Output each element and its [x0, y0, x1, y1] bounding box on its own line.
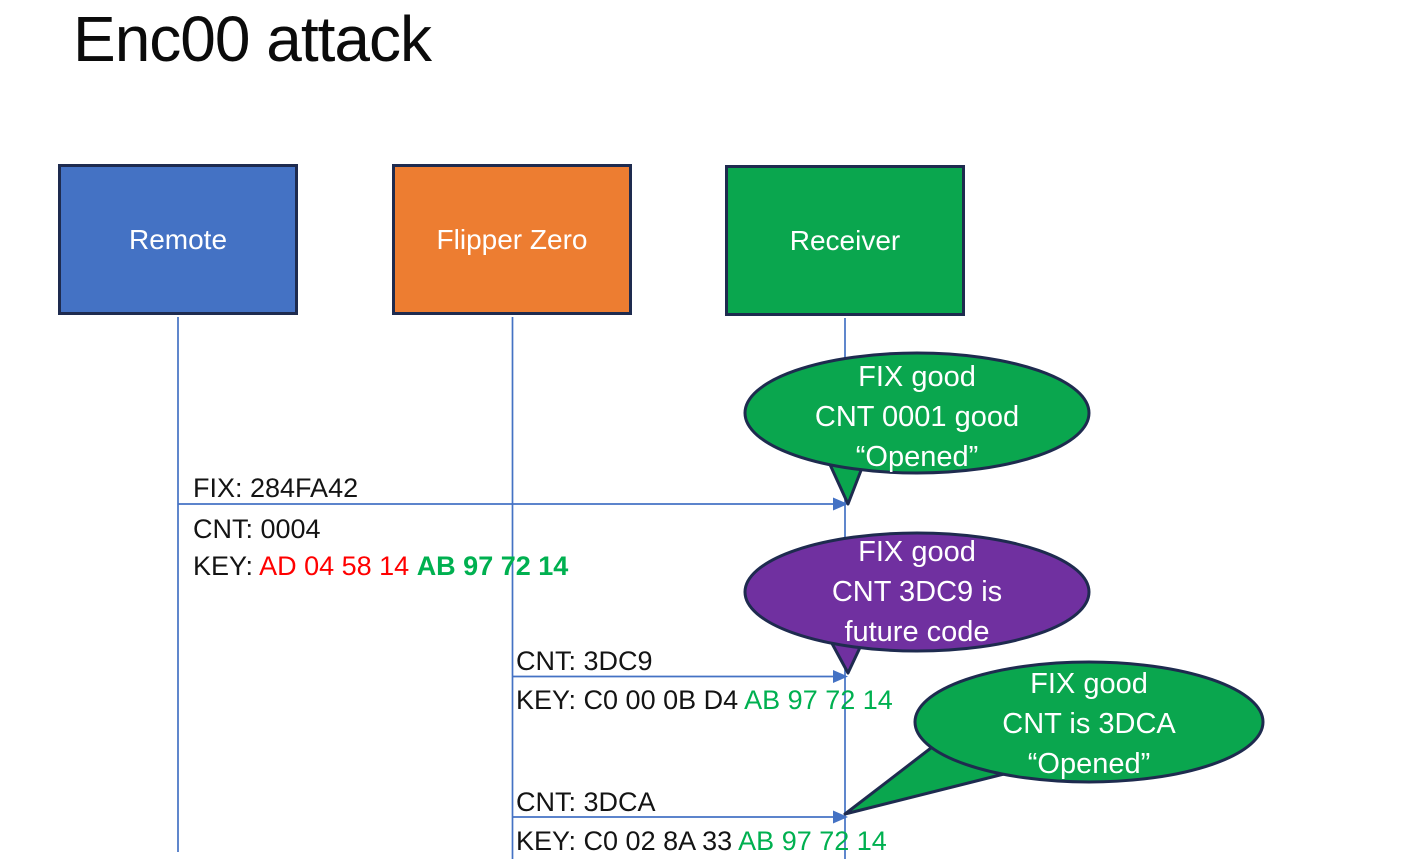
callout-opened-1-text: FIX good CNT 0001 good “Opened” [745, 357, 1089, 477]
key-changing-part: AD 04 58 14 [259, 551, 417, 581]
callout-line: CNT is 3DCA [1002, 708, 1176, 740]
key-fixed-part: AB 97 72 14 [738, 826, 887, 856]
callout-opened-2-text: FIX good CNT is 3DCA “Opened” [915, 664, 1263, 784]
callout-line: FIX good [858, 536, 976, 568]
callout-line: “Opened” [855, 441, 979, 473]
message-2-key-label: KEY: C0 00 0B D4 AB 97 72 14 [516, 682, 893, 719]
callout-future-code-shape [743, 531, 1091, 675]
callout-opened-2-shape [843, 660, 1265, 816]
callout-line: FIX good [858, 361, 976, 393]
actor-label: Remote [128, 223, 228, 255]
key-fixed-part: AB 97 72 14 [744, 685, 893, 715]
actor-label: Receiver [789, 224, 901, 256]
callout-line: CNT 3DC9 is [831, 576, 1003, 608]
callout-line: future code [844, 616, 990, 648]
actor-remote-box: Remote [58, 164, 298, 315]
arrowhead-icon [833, 497, 848, 511]
callout-future-code-text: FIX good CNT 3DC9 is future code [745, 532, 1089, 652]
callout-opened-1-shape [743, 351, 1091, 506]
message-2-cnt-label: CNT: 3DC9 [516, 646, 653, 676]
slide-title: Enc00 attack [73, 3, 432, 75]
actor-label: Flipper Zero [436, 223, 588, 255]
callout-line: “Opened” [1027, 748, 1151, 780]
key-prefix: KEY: C0 00 0B D4 [516, 685, 745, 715]
key-fixed-part: AB 97 72 14 [416, 551, 569, 581]
message-3-cnt-label: CNT: 3DCA [516, 787, 656, 817]
message-3-key-label: KEY: C0 02 8A 33 AB 97 72 14 [516, 823, 887, 859]
callout-line: CNT 0001 good [814, 401, 1020, 433]
actor-receiver-box: Receiver [725, 165, 965, 316]
key-prefix: KEY: [193, 551, 260, 581]
callout-line: FIX good [1030, 668, 1148, 700]
message-1-cnt-label: CNT: 0004 [193, 514, 321, 544]
message-1-key-label: KEY: AD 04 58 14 AB 97 72 14 [193, 548, 568, 585]
message-1-body: CNT: 0004 KEY: AD 04 58 14 AB 97 72 14 [193, 511, 568, 585]
message-1-fix-label: FIX: 284FA42 [193, 473, 359, 503]
arrowhead-icon [833, 810, 848, 824]
arrowhead-icon [833, 670, 848, 683]
actor-flipper-zero-box: Flipper Zero [392, 164, 632, 315]
key-prefix: KEY: C0 02 8A 33 [516, 826, 739, 856]
